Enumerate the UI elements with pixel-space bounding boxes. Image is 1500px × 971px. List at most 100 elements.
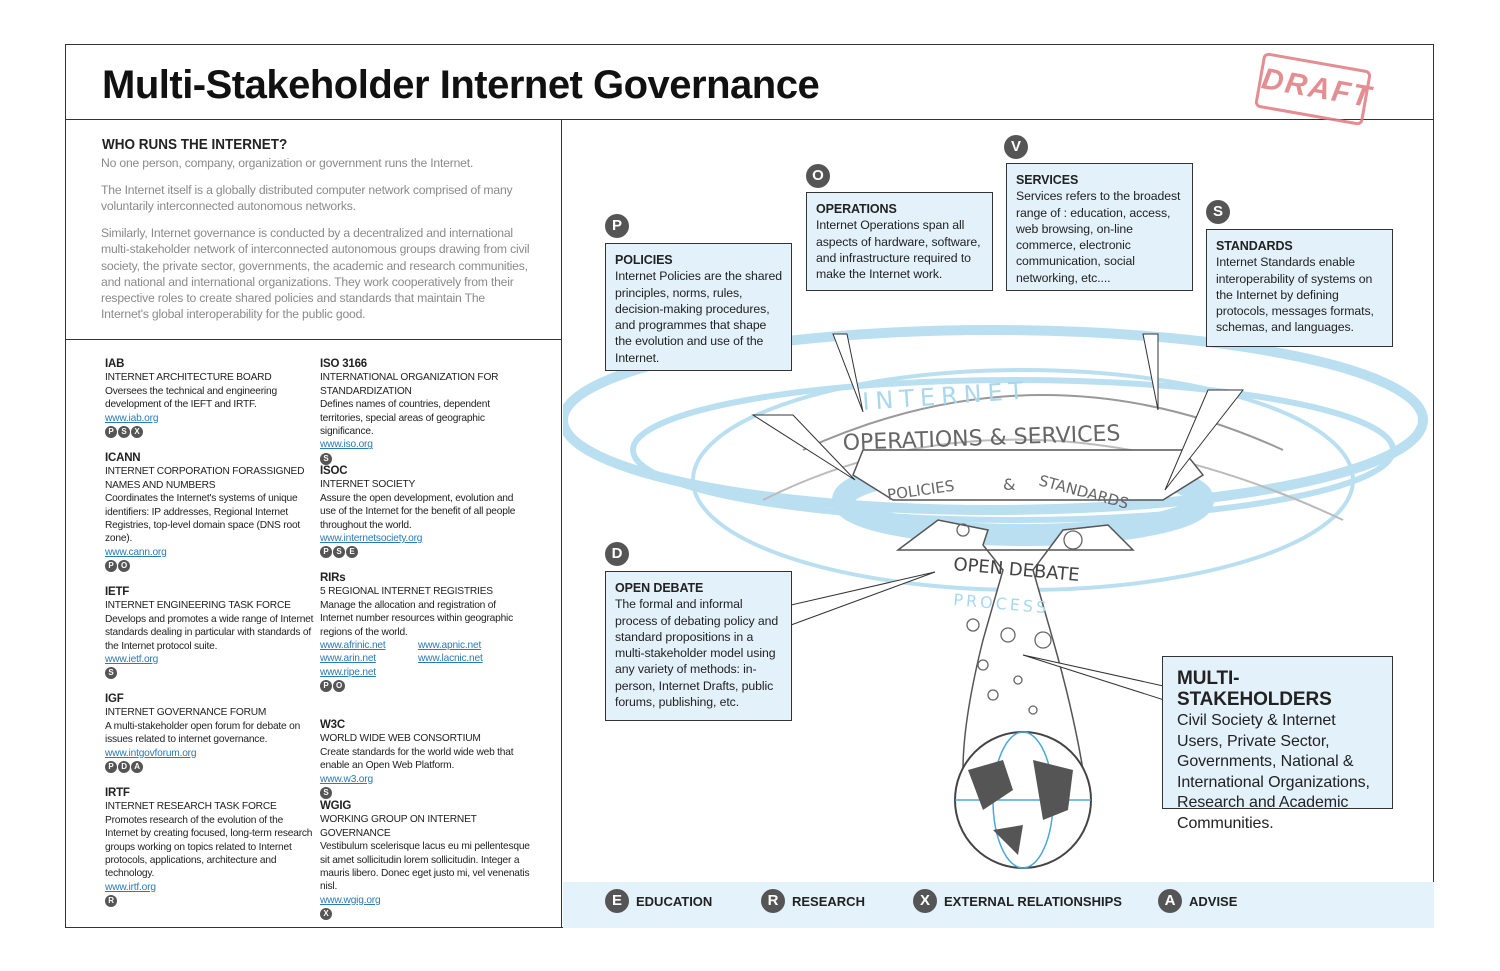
org-link[interactable]: www.wgig.org (320, 894, 381, 906)
org-description: Defines names of countries, dependent te… (320, 399, 490, 438)
org-abbr: ISO 3166 (320, 358, 367, 370)
open-debate-callout: OPEN DEBATE The formal and informal proc… (605, 571, 792, 721)
draft-stamp: DRAFT (1253, 51, 1375, 127)
org-link[interactable]: www.afrinic.net (320, 640, 386, 652)
governance-diagram: INTERNET OPERATIONS & SERVICES POLICIES … (563, 120, 1434, 928)
bottom-band (563, 882, 1434, 928)
role-badge-icon: S (105, 667, 117, 680)
role-badge-icon: O (333, 680, 345, 693)
org-name: INTERNATIONAL ORGANIZATION FOR STANDARDI… (320, 372, 499, 397)
org-link[interactable]: www.ripe.net (320, 666, 376, 678)
legend-item-research: R RESEARCH (761, 889, 865, 913)
org-link[interactable]: www.ietf.org (105, 654, 159, 666)
callout-heading: OPEN DEBATE (615, 581, 704, 595)
standards-callout: STANDARDS Internet Standards enable inte… (1206, 229, 1393, 347)
callout-heading: OPERATIONS (816, 202, 897, 216)
org-abbr: IAB (105, 358, 125, 370)
role-badge-icon: S (320, 452, 332, 465)
org-description: Promotes research of the evolution of th… (105, 814, 313, 880)
policies-callout: POLICIES Internet Policies are the share… (605, 243, 792, 371)
org-name: INTERNET CORPORATION FORASSIGNED NAMES A… (105, 466, 305, 491)
org-abbr: RIRs (320, 572, 346, 584)
org-links: www.w3.org (320, 773, 530, 786)
research-badge-icon: R (761, 889, 785, 913)
org-link[interactable]: www.iab.org (105, 412, 159, 424)
role-badge-icon: S (333, 546, 345, 559)
org-description: Manage the allocation and registration o… (320, 599, 513, 638)
role-badge-icon: A (131, 761, 143, 774)
org-link[interactable]: www.internetsociety.org (320, 533, 423, 545)
org-name: WORLD WIDE WEB CONSORTIUM (320, 733, 481, 745)
operations-badge-icon: O (806, 164, 830, 188)
role-badge-icon: O (118, 560, 130, 573)
org-links: www.afrinic.net www.apnic.net www.arin.net… (320, 639, 530, 679)
org-link[interactable]: www.cann.org (105, 546, 167, 558)
intro-paragraph: No one person, company, organization or … (101, 156, 474, 170)
callout-heading: STANDARDS (1216, 239, 1293, 253)
org-link[interactable]: www.lacnic.net (418, 653, 483, 665)
intro-paragraph: Similarly, Internet governance is conduc… (101, 226, 530, 322)
org-links: www.wgig.org (320, 894, 530, 907)
org-description: Assure the open development, evolution a… (320, 492, 516, 531)
org-abbr: IRTF (105, 787, 130, 799)
legend-item-external-relationships: X EXTERNAL RELATIONSHIPS (913, 889, 1122, 913)
policies-badge-icon: P (605, 214, 629, 238)
sketch-label-ampersand: & (1003, 475, 1015, 494)
intro-section: WHO RUNS THE INTERNET? No one person, co… (66, 120, 561, 340)
org-link[interactable]: www.iso.org (320, 439, 373, 451)
org-role-badges: R (105, 895, 315, 908)
external-relationships-badge-icon: X (913, 889, 937, 913)
org-role-badges: X (320, 908, 530, 921)
org-role-badges: S (320, 787, 530, 800)
legend-item-education: E EDUCATION (605, 889, 712, 913)
advise-badge-icon: A (1158, 889, 1182, 913)
role-badge-icon: R (105, 895, 117, 908)
role-badge-icon: S (118, 426, 130, 439)
callout-text: Internet Operations span all aspects of … (816, 218, 981, 282)
intro-paragraph: The Internet itself is a globally distri… (101, 183, 513, 214)
operations-callout: OPERATIONS Internet Operations span all … (806, 192, 993, 291)
org-name: INTERNET GOVERNANCE FORUM (105, 707, 267, 719)
callout-text: Internet Policies are the shared princip… (615, 269, 783, 365)
debate-badge-icon: D (605, 542, 629, 566)
callout-text: The formal and informal process of debat… (615, 597, 779, 710)
services-badge-icon: V (1004, 135, 1028, 159)
org-abbr: IETF (105, 586, 130, 598)
standards-badge-icon: S (1206, 200, 1230, 224)
org-link[interactable]: www.irtf.org (105, 881, 156, 893)
callout-heading: POLICIES (615, 253, 673, 267)
org-description: Vestibulum scelerisque lacus eu mi pelle… (320, 841, 530, 893)
legend-item-advise: A ADVISE (1158, 889, 1237, 913)
standards-arrow-shape (852, 449, 1205, 501)
role-badge-icon: E (346, 546, 358, 559)
org-link[interactable]: www.apnic.net (418, 640, 482, 652)
org-name: INTERNET ARCHITECTURE BOARD (105, 372, 272, 384)
org-link[interactable]: www.w3.org (320, 773, 373, 785)
legend-label: ADVISE (1189, 893, 1238, 909)
org-role-badges: S (105, 667, 315, 680)
services-callout: SERVICES Services refers to the broadest… (1006, 163, 1193, 291)
org-abbr: IGF (105, 693, 124, 705)
org-links: www.iab.org (105, 412, 315, 425)
org-link[interactable]: www.intgovforum.org (105, 747, 197, 759)
role-badge-icon: P (105, 761, 117, 774)
legend-label: RESEARCH (792, 893, 865, 909)
swirl-ring (630, 377, 1396, 523)
org-links: www.cann.org (105, 546, 315, 559)
org-links: www.ietf.org (105, 653, 315, 666)
org-link[interactable]: www.arin.net (320, 653, 376, 665)
org-description: Coordinates the Internet's systems of un… (105, 493, 301, 545)
callout-text: Services refers to the broadest range of… (1016, 189, 1181, 285)
role-badge-icon: S (320, 787, 332, 800)
role-badge-icon: X (131, 426, 143, 439)
intro-heading: WHO RUNS THE INTERNET? (102, 136, 288, 153)
